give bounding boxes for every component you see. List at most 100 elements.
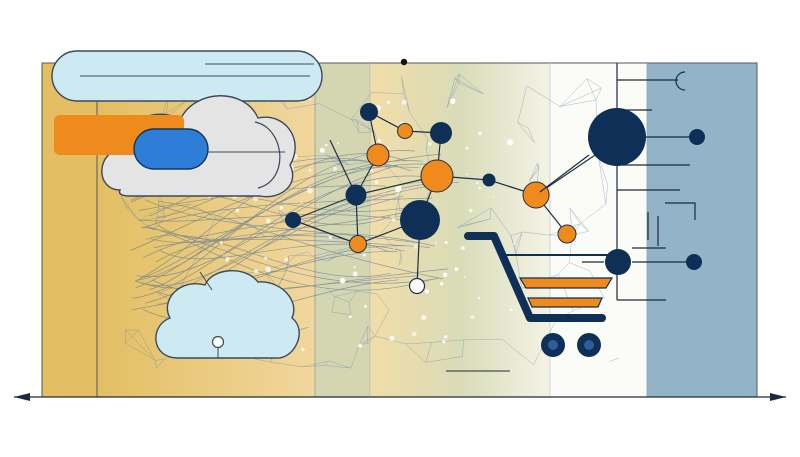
particle — [333, 166, 337, 171]
mesh-link — [367, 325, 376, 337]
mesh-link — [580, 203, 606, 224]
mesh-link — [569, 262, 590, 271]
stream-line — [142, 197, 432, 229]
mesh-link — [527, 127, 535, 143]
particle — [413, 244, 418, 249]
mesh-link — [454, 73, 460, 79]
mesh-link — [409, 112, 428, 139]
stream-line — [138, 214, 408, 222]
node-navy — [400, 200, 440, 240]
particle — [463, 275, 466, 278]
mesh-link — [526, 85, 561, 107]
mesh-link — [559, 78, 587, 107]
mesh-link — [459, 207, 492, 227]
mesh-link — [350, 344, 360, 369]
mesh-link — [529, 162, 538, 181]
mesh-link — [399, 261, 402, 265]
panel-steel-blue — [647, 63, 757, 397]
stream-line — [157, 200, 444, 280]
stream-line — [146, 234, 391, 278]
node-orange — [420, 159, 454, 193]
particle — [328, 236, 332, 240]
mesh-link — [395, 197, 399, 217]
mesh-link — [287, 103, 320, 110]
particle — [424, 289, 429, 294]
particle — [324, 143, 328, 147]
mesh-link — [351, 119, 357, 121]
mesh-link — [462, 339, 464, 357]
mesh-link — [359, 325, 369, 345]
mesh-link — [489, 207, 492, 220]
particle — [442, 272, 448, 277]
particle — [393, 247, 396, 249]
mesh-link — [154, 208, 160, 231]
particle — [465, 146, 469, 150]
node-navy — [482, 173, 496, 187]
mesh-link — [348, 302, 351, 315]
mesh-link — [125, 329, 156, 361]
mesh-link — [454, 78, 484, 95]
mesh-link — [598, 156, 608, 185]
mesh-link — [529, 169, 539, 181]
particle — [308, 98, 312, 101]
particle — [476, 181, 479, 185]
mesh-link — [351, 119, 375, 133]
mesh-link — [331, 296, 336, 313]
mesh-link — [381, 160, 404, 185]
network-nodes — [285, 103, 577, 295]
mesh-link — [517, 122, 535, 143]
mesh-link — [328, 360, 351, 369]
mesh-link — [302, 365, 325, 368]
mesh-link — [399, 252, 402, 265]
mesh-link — [155, 358, 166, 361]
node-navy — [430, 122, 452, 144]
mesh-link — [431, 339, 464, 343]
particle — [337, 142, 339, 145]
particle — [235, 208, 240, 213]
mesh-link — [125, 329, 139, 331]
mesh-link — [324, 365, 351, 369]
particle — [300, 201, 303, 204]
cart-bar-orange-top — [518, 277, 614, 289]
particle — [377, 138, 381, 143]
mesh-link — [463, 338, 503, 341]
mesh-link — [515, 254, 523, 289]
mesh-link — [325, 154, 349, 165]
mesh-link — [367, 335, 376, 344]
mesh-link — [307, 251, 313, 257]
mesh-link — [125, 330, 139, 344]
particle — [444, 241, 448, 245]
mesh-link — [139, 208, 160, 221]
mesh-link — [285, 255, 289, 272]
mesh-link — [139, 217, 166, 221]
mesh-link — [288, 255, 297, 263]
particle — [442, 340, 446, 344]
mesh-link — [327, 249, 343, 262]
mesh-link — [351, 92, 372, 120]
mesh-link — [295, 254, 313, 257]
particle — [352, 271, 358, 277]
particle — [401, 99, 407, 105]
stream-line — [135, 153, 442, 281]
mesh-link — [405, 342, 432, 345]
mesh-link — [156, 358, 166, 368]
mesh-link — [334, 296, 350, 303]
mesh-link — [319, 103, 352, 120]
mesh-link — [356, 119, 375, 133]
node-navy — [689, 129, 705, 145]
particle — [353, 266, 356, 269]
mesh-link — [510, 235, 517, 255]
mesh-link — [569, 207, 589, 232]
node-navy — [285, 212, 301, 228]
stream-line — [135, 251, 398, 289]
mesh-link — [510, 231, 523, 236]
top-pill — [51, 50, 323, 102]
mesh-link — [457, 218, 491, 229]
mesh-link — [515, 231, 523, 255]
particle — [468, 208, 473, 213]
mesh-link — [501, 338, 534, 365]
particle — [439, 282, 444, 286]
particle — [265, 266, 271, 273]
mesh-link — [356, 119, 360, 133]
